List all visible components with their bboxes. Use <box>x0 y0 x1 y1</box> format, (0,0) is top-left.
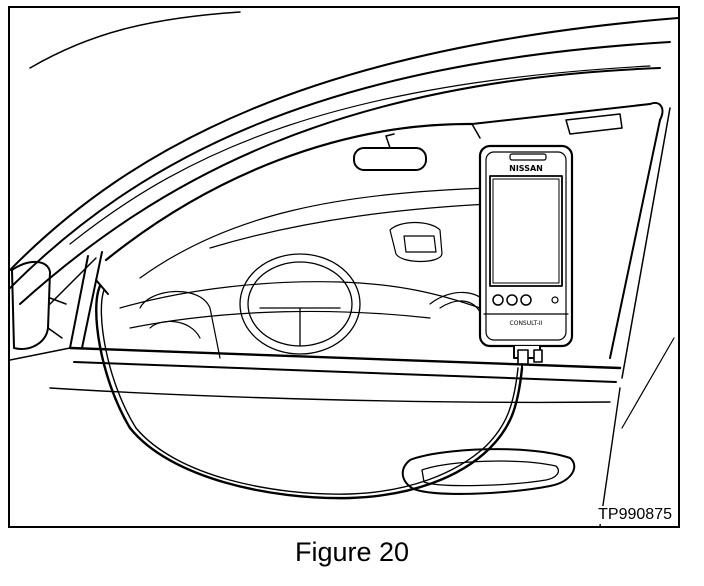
diagnostic-cable <box>95 279 524 500</box>
device-power-icon <box>551 296 559 304</box>
a-pillar <box>49 251 103 349</box>
device-model-label: CONSULT-II <box>510 320 543 327</box>
car-window-illustration: NISSAN CONSULT-II <box>10 11 678 526</box>
window-frame <box>104 102 671 379</box>
door-handle <box>401 448 576 495</box>
door-body <box>49 337 675 526</box>
side-mirror <box>11 261 67 350</box>
figure-id-label: TP990875 <box>596 506 674 524</box>
rearview-mirror <box>353 113 623 171</box>
device-brand-label: NISSAN <box>509 164 543 173</box>
device-top-strip <box>509 153 547 161</box>
device-button-1-icon <box>492 294 504 306</box>
roof-lines <box>10 11 678 305</box>
device-button-3-icon <box>520 294 532 306</box>
device-screen <box>489 175 563 287</box>
consult-device: NISSAN CONSULT-II <box>478 144 574 371</box>
seat <box>139 290 221 359</box>
dashboard <box>119 221 491 329</box>
figure-illustration-frame: NISSAN CONSULT-II TP990875 <box>8 6 680 528</box>
figure-caption: Figure 20 <box>294 537 410 567</box>
device-button-2-icon <box>506 294 518 306</box>
steering-wheel <box>239 253 361 355</box>
interior-roof-lines <box>139 187 491 279</box>
